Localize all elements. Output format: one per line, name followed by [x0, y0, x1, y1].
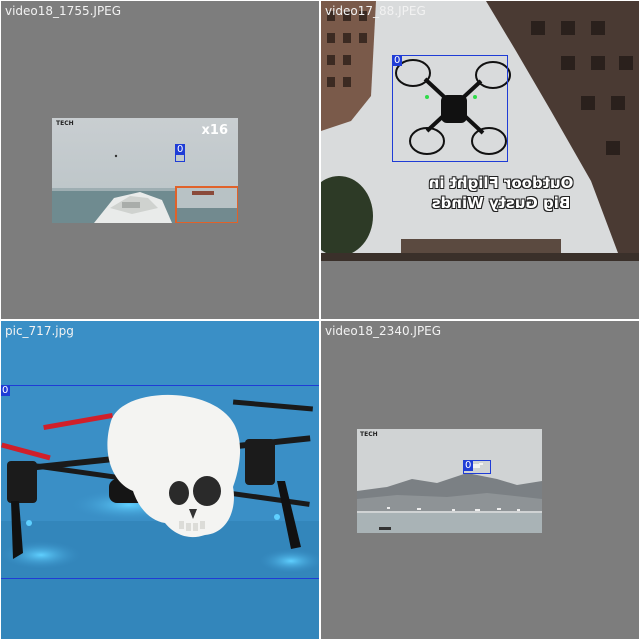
panel-video17-88[interactable]: Outdoor Flight in Big Gusty Winds video1… — [321, 1, 639, 319]
class-label: 0 — [463, 460, 474, 471]
detection-box[interactable]: 0 — [392, 55, 508, 162]
class-label: 0 — [175, 144, 186, 155]
video-caption: Outdoor Flight in Big Gusty Winds — [428, 174, 574, 212]
brand-logo: TECH — [56, 120, 74, 127]
detection-box[interactable]: 0 — [463, 460, 491, 474]
drone-icon — [395, 59, 511, 155]
zoom-level: x16 — [201, 123, 228, 138]
frame-thumbnail: TECH — [357, 429, 542, 533]
panel-pic-717[interactable]: pic_717.jpg 0 — [1, 321, 319, 639]
skull-drone-image — [1, 321, 319, 639]
panel-filename: video17_88.JPEG — [325, 4, 426, 18]
panel-video18-1755[interactable]: video18_1755.JPEG — [1, 1, 319, 319]
frame-thumbnail: Outdoor Flight in Big Gusty Winds — [321, 1, 639, 261]
detection-box[interactable]: 0 — [175, 144, 186, 162]
brand-logo: TECH — [360, 431, 378, 438]
frame-thumbnail: TECH x16 — [52, 118, 238, 223]
boat-icon — [94, 192, 172, 223]
panel-filename: video18_2340.JPEG — [325, 324, 442, 338]
panel-video18-2340[interactable]: video18_2340.JPEG TECH — [321, 321, 639, 639]
panel-filename: pic_717.jpg — [5, 324, 74, 338]
detection-box[interactable]: 0 — [1, 385, 319, 579]
frame-thumbnail — [1, 321, 319, 639]
sea-scene-image — [52, 118, 238, 223]
class-label: 0 — [392, 55, 403, 66]
outdoor-flight-image — [321, 1, 639, 261]
coastline-image — [357, 429, 542, 533]
panel-filename: video18_1755.JPEG — [5, 4, 122, 18]
class-label: 0 — [1, 385, 11, 396]
skull-drone-icon — [1, 394, 314, 559]
